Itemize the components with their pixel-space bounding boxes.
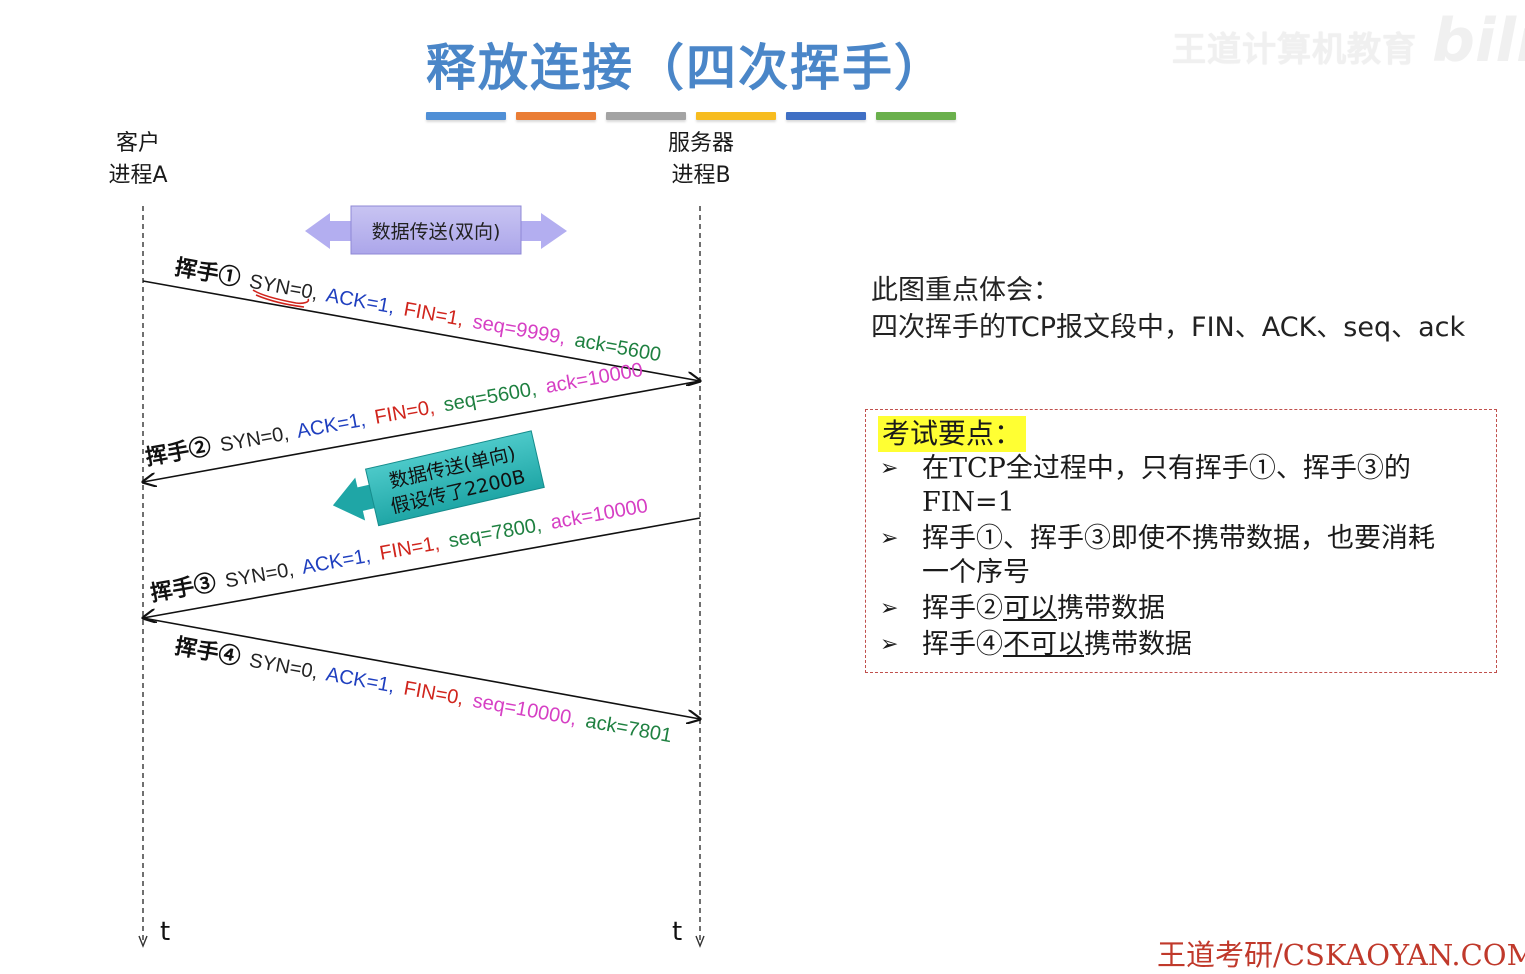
svg-text:挥手① SYN=0, ACK=1,: 挥手① SYN=0, ACK=1, FIN=1, seq=9999, ack=5… [173,254,663,366]
server-time-label: t [672,917,682,947]
handshake-2-label: 挥手② [143,434,212,470]
client-label-line1: 客户 [115,131,160,156]
exam-point-3-post: 携带数据 [1057,593,1165,624]
accent-bar-5 [786,112,866,120]
accent-bar-1 [426,112,506,120]
data-transfer-bidirectional: 数据传送(双向) [305,205,567,255]
handshake-4-seq: seq=10000, [471,690,578,730]
exam-point-1-line2: FIN=1 [922,487,1015,518]
page-title: 释放连接（四次挥手） [426,38,946,97]
key-point-note: 此图重点体会： 四次挥手的TCP报文段中，FIN、ACK、seq、ack [871,272,1465,346]
accent-bar-4 [696,112,776,120]
exam-points-title: 考试要点： [878,416,1027,452]
handshake-3-ack-flag: ACK=1, [300,545,372,579]
handshake-2-seq: seq=5600, [442,378,538,416]
exam-point-4: ➢ 挥手④不可以携带数据 [878,628,1488,662]
handshake-4-ack-num: ack=7801 [584,710,674,747]
exam-points-box: 考试要点： ➢ 在TCP全过程中，只有挥手①、挥手③的 FIN=1 ➢ 挥手①、… [865,409,1497,673]
handshake-2-ack-num: ack=10000 [544,359,645,398]
exam-point-3-pre: 挥手② [922,593,1003,624]
note-line-2-mid: 报文段中， [1056,312,1192,343]
handshake-3-fin: FIN=1, [378,532,442,564]
handshake-3-line [143,517,701,618]
server-label-line1: 服务器 [667,131,734,156]
handshake-2-syn: SYN=0, [218,423,290,457]
handshake-4-fin: FIN=0, [402,677,466,709]
client-label: 客户 进程A [78,128,198,192]
handshake-3-label: 挥手③ [148,570,217,606]
exam-point-4-underlined: 不可以 [1003,629,1084,660]
bilibili-logo-icon: bilib [1432,6,1525,76]
handshake-1-line [142,280,700,381]
note-line-1: 此图重点体会： [871,275,1060,306]
handshake-4-label-group: 挥手④ SYN=0, ACK=1, FIN=0, seq=10000, ack=… [173,633,674,747]
bullet-arrow-icon: ➢ [880,596,899,621]
handshake-1-label: 挥手① [173,254,242,290]
handshake-3-seq: seq=7800, [447,514,543,552]
exam-points-list: ➢ 在TCP全过程中，只有挥手①、挥手③的 FIN=1 ➢ 挥手①、挥手③即使不… [878,452,1488,664]
handshake-4-line [142,617,700,719]
sequence-diagram: t t 数据传送(双向) 数据传送(单向) 假设传了2200B 挥手① SYN=… [138,205,705,948]
accent-bar-6 [876,112,956,120]
note-line-2-fields: FIN、ACK、seq、ack [1191,312,1466,343]
exam-point-1-line1: 在TCP全过程中，只有挥手①、挥手③的 [922,453,1411,484]
handshake-2-line [143,380,701,482]
handshake-4-ack-flag: ACK=1, [324,663,396,697]
exam-point-3: ➢ 挥手②可以携带数据 [878,592,1488,626]
handshake-2-label-group: 挥手② SYN=0, ACK=1, FIN=0, seq=5600, ack=1… [143,356,644,470]
bullet-arrow-icon: ➢ [880,632,899,657]
exam-point-4-pre: 挥手④ [922,629,1003,660]
server-label: 服务器 进程B [641,128,761,192]
exam-point-2-line2: 一个序号 [922,557,1030,588]
exam-point-3-underlined: 可以 [1003,593,1057,624]
exam-point-4-post: 携带数据 [1084,629,1192,660]
note-line-2: 四次挥手的TCP报文段中，FIN、ACK、seq、ack [871,309,1465,346]
svg-text:挥手② SYN=0, ACK=1,: 挥手② SYN=0, ACK=1, FIN=0, seq=5600, ack=1… [143,356,644,470]
footer-brand: 王道考研/CSKAOYAN.COM [1157,938,1525,972]
handshake-4-label: 挥手④ [173,633,242,669]
client-time-label: t [160,917,170,947]
handshake-1-label-group: 挥手① SYN=0, ACK=1, FIN=1, seq=9999, ack=5… [173,254,663,366]
client-timeline-arrow-icon [138,935,148,948]
svg-text:挥手④ SYN=0, ACK=1,: 挥手④ SYN=0, ACK=1, FIN=0, seq=10000, ack=… [173,633,674,747]
handshake-1-red-scribble [252,289,310,308]
handshake-1-ack-flag: ACK=1, [324,284,396,318]
client-label-line2: 进程A [108,163,168,188]
handshake-3-ack-num: ack=10000 [549,495,650,534]
handshake-1-seq: seq=9999, [471,311,567,349]
exam-point-2: ➢ 挥手①、挥手③即使不携带数据，也要消耗 一个序号 [878,522,1488,590]
exam-point-2-line1: 挥手①、挥手③即使不携带数据，也要消耗 [922,523,1435,554]
watermark-text: 王道计算机教育 [1172,30,1417,70]
server-timeline-arrow-icon [695,935,705,948]
handshake-3-syn: SYN=0, [223,559,295,593]
data-transfer-bidirectional-label: 数据传送(双向) [372,221,501,243]
accent-bar-2 [516,112,596,120]
server-label-line2: 进程B [671,163,731,188]
handshake-2-ack-flag: ACK=1, [295,409,367,443]
bullet-arrow-icon: ➢ [880,526,899,551]
bullet-arrow-icon: ➢ [880,456,899,481]
exam-point-1: ➢ 在TCP全过程中，只有挥手①、挥手③的 FIN=1 [878,452,1488,520]
handshake-2-fin: FIN=0, [373,396,437,428]
handshake-4-syn: SYN=0, [247,650,319,684]
accent-bar-3 [606,112,686,120]
note-line-2-tcp: TCP [1006,312,1057,343]
note-line-2-prefix: 四次挥手的 [871,312,1006,343]
handshake-1-fin: FIN=1, [402,298,466,330]
